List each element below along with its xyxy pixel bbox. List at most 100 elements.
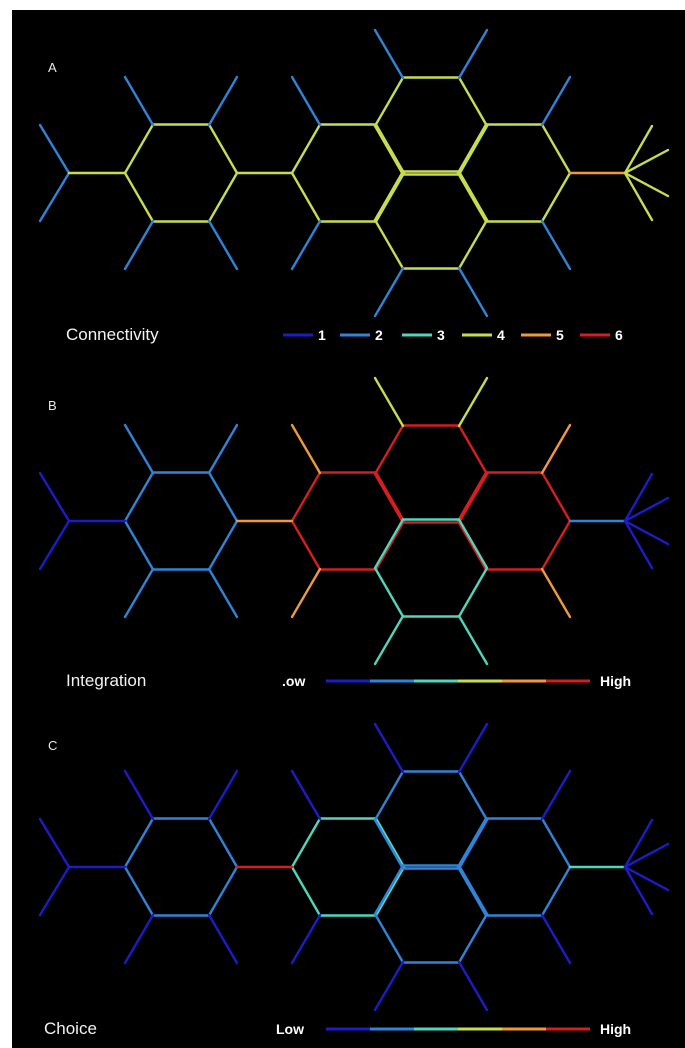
panel-letter: B bbox=[48, 398, 57, 413]
network-edge-s3 bbox=[457, 28, 489, 80]
network-edge-a bbox=[38, 817, 71, 869]
legend-label-1: 1 bbox=[318, 327, 326, 343]
network-edge-s3 bbox=[457, 722, 489, 774]
panel-caption: Choice bbox=[44, 1019, 97, 1038]
panel-letter: A bbox=[48, 60, 57, 75]
network-edge-h1 bbox=[123, 171, 155, 223]
network-edge-h2 bbox=[374, 471, 406, 523]
network-edge-s1 bbox=[123, 423, 155, 475]
network-edge-s5 bbox=[373, 266, 405, 318]
network-edge-h4 bbox=[540, 171, 572, 223]
network-edge-f bbox=[623, 124, 654, 175]
network-edge-h3 bbox=[457, 818, 489, 870]
network-edge-s1 bbox=[123, 769, 155, 821]
network-edge-s2 bbox=[290, 219, 322, 271]
network-edge-s2 bbox=[290, 769, 322, 821]
network-edge-s4 bbox=[540, 567, 572, 619]
network-edge-h3 bbox=[373, 472, 405, 524]
network-edge-h4 bbox=[540, 865, 572, 917]
network-edge-h4 bbox=[456, 865, 488, 917]
network-edge-s2 bbox=[290, 423, 322, 475]
panel-caption: Integration bbox=[66, 671, 146, 690]
network-edge-h2 bbox=[374, 123, 406, 175]
network-edge-f bbox=[623, 519, 654, 570]
panel-letter: C bbox=[48, 738, 57, 753]
network-edge-f bbox=[623, 472, 654, 523]
network-edge-s1 bbox=[123, 75, 155, 127]
network-edge-h4 bbox=[456, 817, 488, 869]
network-edge-h4 bbox=[540, 817, 572, 869]
choice-legend: Low High bbox=[276, 1021, 631, 1037]
network-edge-s3 bbox=[373, 28, 405, 80]
network-edge-h5 bbox=[373, 566, 405, 618]
network-edge-a bbox=[38, 171, 71, 223]
network-graph bbox=[38, 376, 670, 666]
network-edge-s1 bbox=[207, 913, 239, 965]
network-edge-h5 bbox=[457, 566, 489, 618]
network-edge-h1 bbox=[123, 471, 155, 523]
panel-caption: Connectivity bbox=[66, 325, 159, 344]
network-edge-s5 bbox=[373, 960, 405, 1012]
network-edge-h1 bbox=[207, 471, 239, 523]
network-edge-s4 bbox=[540, 423, 572, 475]
network-edge-h3 bbox=[457, 770, 489, 822]
network-edge-h5 bbox=[457, 170, 489, 222]
network-edge-h4 bbox=[456, 123, 488, 175]
network-edge-f bbox=[623, 865, 654, 916]
network-edge-h5 bbox=[373, 170, 405, 222]
legend-high-label: High bbox=[600, 1021, 631, 1037]
legend-low-label: Low bbox=[276, 1021, 304, 1037]
legend-label-4: 4 bbox=[497, 327, 505, 343]
network-edge-s4 bbox=[540, 769, 572, 821]
figure-background bbox=[12, 10, 685, 1048]
network-edge-s2 bbox=[290, 567, 322, 619]
network-edge-h1 bbox=[123, 519, 155, 571]
network-edge-h2 bbox=[290, 519, 322, 571]
network-edge-s2 bbox=[290, 75, 322, 127]
network-edge-s5 bbox=[457, 960, 489, 1012]
network-edge-f bbox=[623, 171, 670, 198]
network-edge-h4 bbox=[540, 471, 572, 523]
network-edge-s1 bbox=[207, 423, 239, 475]
network-edge-h2 bbox=[290, 865, 322, 917]
network-edge-f bbox=[623, 865, 670, 892]
network-edge-h2 bbox=[290, 471, 322, 523]
network-edge-h2 bbox=[374, 171, 406, 223]
network-edge-h3 bbox=[373, 76, 405, 128]
network-graph bbox=[38, 28, 670, 318]
network-edge-f bbox=[623, 842, 670, 869]
network-edge-s3 bbox=[373, 376, 405, 428]
network-edge-h5 bbox=[373, 912, 405, 964]
network-edge-h4 bbox=[456, 519, 488, 571]
network-edge-h1 bbox=[207, 171, 239, 223]
network-edge-h1 bbox=[207, 519, 239, 571]
network-edge-h3 bbox=[457, 424, 489, 476]
network-edge-h2 bbox=[374, 519, 406, 571]
network-edge-s5 bbox=[373, 614, 405, 666]
network-edge-h1 bbox=[207, 865, 239, 917]
network-edge-h5 bbox=[457, 864, 489, 916]
network-edge-f bbox=[623, 148, 670, 175]
network-edge-h3 bbox=[373, 124, 405, 176]
network-edge-h3 bbox=[457, 472, 489, 524]
network-edge-s4 bbox=[540, 75, 572, 127]
legend-low-label: .ow bbox=[282, 673, 305, 689]
network-edge-s1 bbox=[123, 913, 155, 965]
network-edge-f bbox=[623, 519, 670, 546]
network-edge-h1 bbox=[207, 817, 239, 869]
network-edge-h3 bbox=[457, 76, 489, 128]
network-edge-a bbox=[38, 123, 71, 175]
legend-label-6: 6 bbox=[615, 327, 623, 343]
network-edge-s1 bbox=[207, 769, 239, 821]
network-edge-s1 bbox=[123, 219, 155, 271]
network-edge-a bbox=[38, 519, 71, 571]
network-edge-s1 bbox=[207, 567, 239, 619]
network-edge-h3 bbox=[373, 424, 405, 476]
network-edge-h4 bbox=[456, 171, 488, 223]
network-edge-h2 bbox=[290, 817, 322, 869]
